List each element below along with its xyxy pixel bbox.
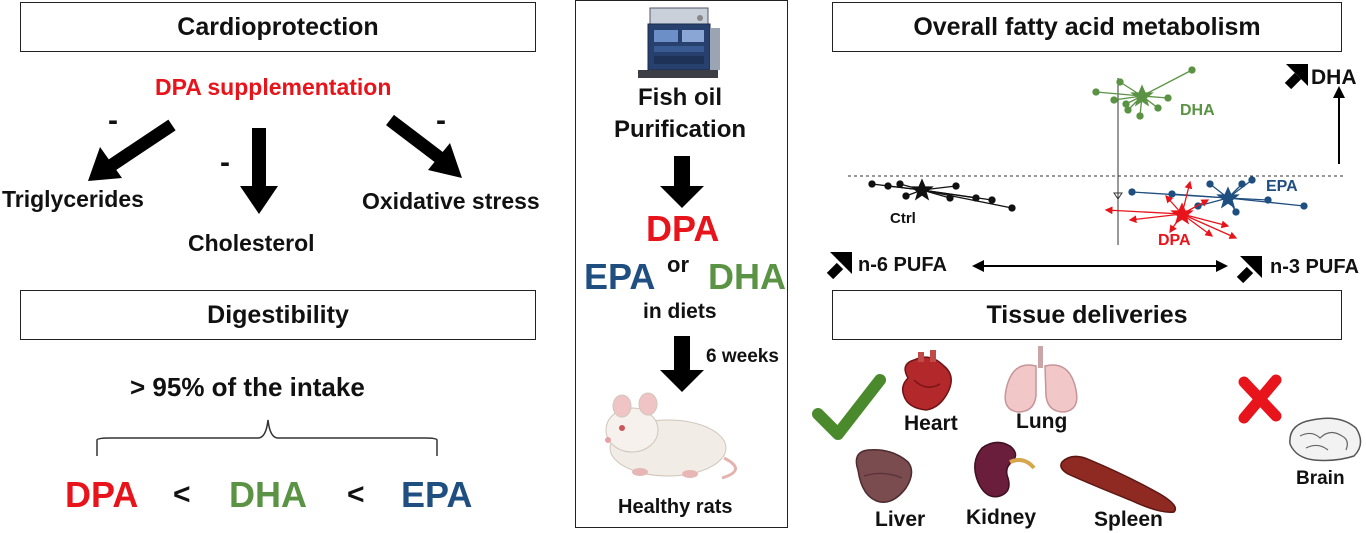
digestibility-title-box: Digestibility [20,290,536,340]
order-dha: DHA [229,474,307,515]
liver-icon [855,449,913,503]
brain-icon [1289,417,1362,462]
spleen-icon [1060,455,1177,513]
dpa-cluster-label: DPA [1158,232,1191,249]
diet-dpa: DPA [646,208,720,249]
order-epa: EPA [401,474,473,515]
n3-increase-arrow-icon [1236,256,1262,284]
dha-cluster-label: DHA [1180,102,1215,119]
order-less-than-1: < [173,478,191,511]
arrow-head-cholesterol [240,186,278,214]
fish-oil-label: Fish oil [638,84,722,111]
n6-increase-arrow-icon [826,252,852,280]
epa-cluster-label: EPA [1266,178,1298,195]
arrow-diets-to-rats [674,336,690,372]
minus-sign-2: - [220,146,230,179]
epa-cluster [1128,176,1308,216]
minus-sign-3: - [436,104,446,137]
arrow-to-triglycerides [108,119,176,171]
minus-sign-1: - [108,104,118,137]
tissue-deliveries-title: Tissue deliveries [986,300,1188,329]
diet-epa: EPA [584,256,656,297]
healthy-rats-label: Healthy rats [618,496,733,518]
order-dpa: DPA [65,474,139,515]
dha-increase-arrow-icon [1284,64,1308,90]
diet-or: or [667,252,689,277]
dpa-supplementation-label: DPA supplementation [155,74,392,100]
arrow-head-rats [660,370,704,392]
dpa-cluster [1104,180,1238,239]
arrow-to-oxidative-stress [386,114,444,164]
middle-panel-frame [575,0,788,528]
ctrl-cluster [868,178,1016,212]
kidney-label: Kidney [966,506,1037,529]
intake-label: > 95% of the intake [130,372,365,402]
cardioprotection-title: Cardioprotection [177,12,379,41]
heart-icon [901,350,952,411]
arrow-to-cholesterol [252,128,266,188]
digestibility-title: Digestibility [207,300,349,329]
tissue-deliveries-title-box: Tissue deliveries [832,290,1342,340]
cross-icon [1238,374,1282,424]
triglycerides-label: Triglycerides [2,186,144,212]
n3-pufa-label: n-3 PUFA [1270,256,1359,278]
heart-label: Heart [904,412,958,435]
dha-cluster [1092,66,1196,120]
check-icon [812,374,886,440]
intake-bracket [96,419,438,456]
cholesterol-label: Cholesterol [188,230,315,256]
oxidative-stress-label: Oxidative stress [362,188,540,214]
arrow-head-diets [660,186,704,208]
lung-label: Lung [1016,410,1068,433]
arrow-purification-to-diets [674,156,690,188]
spleen-label: Spleen [1094,508,1163,531]
liver-label: Liver [875,508,926,531]
six-weeks-label: 6 weeks [706,346,779,367]
lung-icon [1004,346,1078,413]
order-less-than-2: < [347,478,365,511]
arrow-head-triglycerides [88,147,122,181]
cardioprotection-title-box: Cardioprotection [20,2,536,52]
brain-label: Brain [1296,468,1345,489]
fatty-acid-title: Overall fatty acid metabolism [913,12,1261,41]
purification-label: Purification [614,116,747,143]
dha-top-label: DHA [1311,66,1357,89]
n6-pufa-label: n-6 PUFA [858,254,947,276]
fatty-acid-title-box: Overall fatty acid metabolism [832,2,1342,52]
kidney-icon [974,441,1036,498]
arrow-head-oxidative [428,143,462,178]
in-diets-label: in diets [643,300,717,323]
ctrl-cluster-label: Ctrl [890,210,916,227]
diet-dha: DHA [708,256,786,297]
